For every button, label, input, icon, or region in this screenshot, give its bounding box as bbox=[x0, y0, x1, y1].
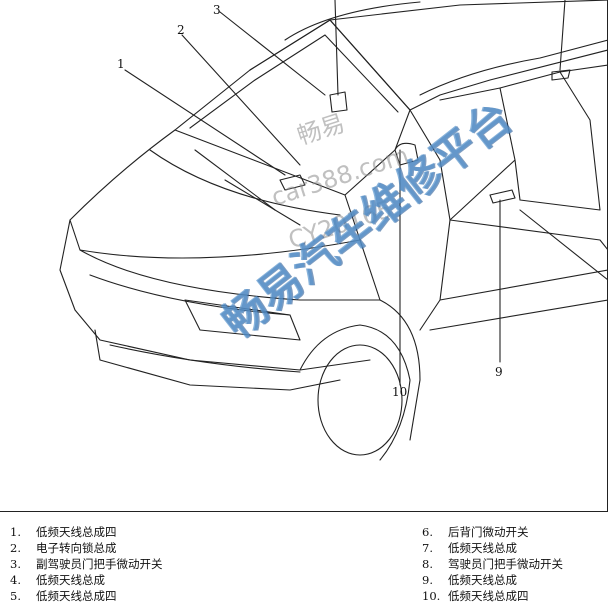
legend-text: 低频天线总成四 bbox=[448, 589, 529, 603]
legend-number: 10. bbox=[422, 589, 441, 603]
legend-number: 2. bbox=[10, 541, 21, 555]
legend-text: 低频天线总成 bbox=[448, 541, 517, 555]
legend-item: 6. 后背门微动开关 bbox=[422, 524, 563, 540]
legend-item: 3. 副驾驶员门把手微动开关 bbox=[10, 556, 163, 572]
legend-column-left: 1. 低频天线总成四 2. 电子转向锁总成 3. 副驾驶员门把手微动开关 4. 低频天线… bbox=[10, 524, 163, 604]
legend-number: 7. bbox=[422, 541, 433, 555]
vehicle-diagram: 1 2 3 9 10 畅易 car388.com CY20165 畅易汽车维修平… bbox=[0, 0, 608, 512]
parts-legend: 1. 低频天线总成四 2. 电子转向锁总成 3. 副驾驶员门把手微动开关 4. 低频天线… bbox=[0, 520, 608, 609]
callout-1: 1 bbox=[117, 57, 125, 71]
legend-number: 5. bbox=[10, 589, 21, 603]
vehicle-line-drawing bbox=[59, 0, 607, 461]
legend-number: 1. bbox=[10, 525, 21, 539]
callout-3: 3 bbox=[213, 3, 221, 17]
callout-2: 2 bbox=[177, 23, 185, 37]
legend-text: 后背门微动开关 bbox=[448, 525, 529, 539]
legend-text: 低频天线总成 bbox=[36, 573, 105, 587]
legend-item: 5. 低频天线总成四 bbox=[10, 588, 163, 604]
legend-text: 副驾驶员门把手微动开关 bbox=[36, 557, 163, 571]
legend-item: 9. 低频天线总成 bbox=[422, 572, 563, 588]
callout-10: 10 bbox=[392, 385, 408, 399]
legend-text: 驾驶员门把手微动开关 bbox=[448, 557, 563, 571]
legend-item: 7. 低频天线总成 bbox=[422, 540, 563, 556]
legend-item: 2. 电子转向锁总成 bbox=[10, 540, 163, 556]
callout-9: 9 bbox=[495, 365, 503, 379]
legend-item: 1. 低频天线总成四 bbox=[10, 524, 163, 540]
legend-item: 8. 驾驶员门把手微动开关 bbox=[422, 556, 563, 572]
legend-column-right: 6. 后背门微动开关 7. 低频天线总成 8. 驾驶员门把手微动开关 9. 低频天线总成… bbox=[422, 524, 563, 604]
legend-number: 3. bbox=[10, 557, 21, 571]
legend-text: 低频天线总成四 bbox=[36, 525, 117, 539]
legend-number: 8. bbox=[422, 557, 433, 571]
legend-number: 6. bbox=[422, 525, 433, 539]
legend-number: 4. bbox=[10, 573, 21, 587]
legend-item: 4. 低频天线总成 bbox=[10, 572, 163, 588]
legend-number: 9. bbox=[422, 573, 433, 587]
legend-text: 低频天线总成四 bbox=[36, 589, 117, 603]
legend-item: 10. 低频天线总成四 bbox=[422, 588, 563, 604]
legend-text: 低频天线总成 bbox=[448, 573, 517, 587]
legend-text: 电子转向锁总成 bbox=[36, 541, 117, 555]
